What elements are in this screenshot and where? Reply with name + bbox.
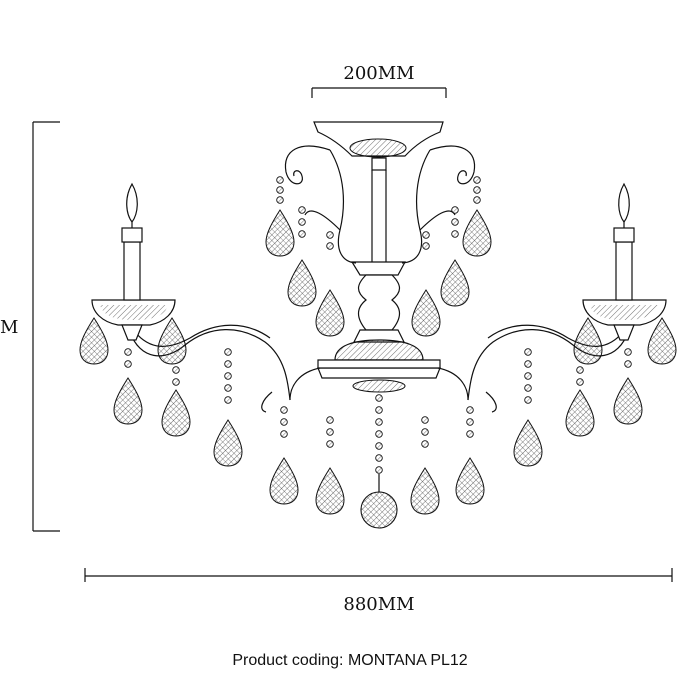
upper-scroll-arms: [284, 145, 476, 264]
overall-width-label: 880MM: [343, 594, 414, 615]
top-width-dimension: 200MM: [311, 63, 447, 98]
left-arm: [129, 324, 321, 413]
crystal-ball: [360, 474, 398, 529]
body-bowl: [317, 339, 441, 393]
right-candle: [582, 182, 667, 341]
height-label: M: [0, 317, 18, 338]
ceiling-canopy: [313, 121, 444, 171]
central-stem: [350, 170, 407, 343]
overall-width-dimension: 880MM: [84, 568, 673, 615]
product-caption: Product coding: MONTANA PL12: [232, 652, 468, 669]
left-candle: [91, 182, 176, 341]
height-dimension: M: [0, 121, 60, 532]
right-arm: [437, 324, 629, 413]
upper-bead-strands: [276, 176, 481, 250]
top-width-label: 200MM: [343, 63, 414, 84]
